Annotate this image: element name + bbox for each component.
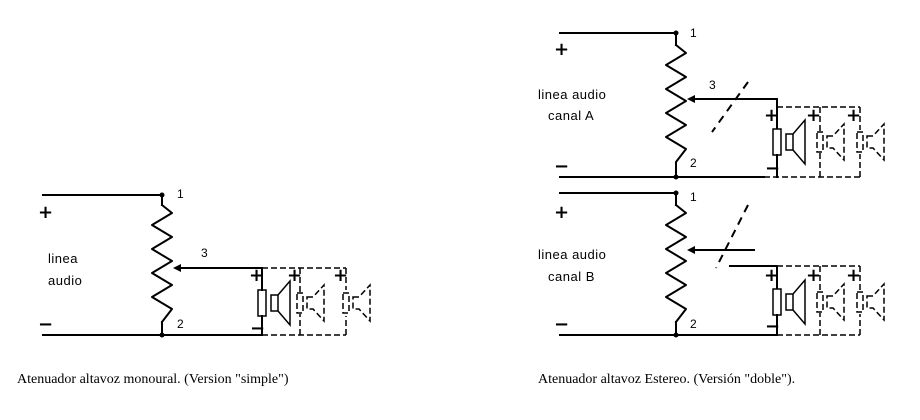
channel-a-label-line2: canal A [548, 108, 594, 123]
channel-b-terminal-2: 2 [690, 317, 697, 331]
channel-a-terminal-2: 2 [690, 156, 697, 170]
mono-label-line2: audio [48, 273, 82, 288]
channel-a-speaker-3 [856, 123, 885, 161]
channel-b-potentiometer [665, 203, 687, 324]
svg-text:+: + [846, 265, 861, 286]
channel-a-terminal-3: 3 [709, 78, 716, 92]
stereo-channel-b: + + + − + − 1 2 linea audio canal B [538, 190, 885, 338]
stereo-caption: Atenuador altavoz Estereo. (Versión "dob… [538, 372, 795, 387]
mono-terminal-3: 3 [201, 246, 208, 260]
svg-text:+: + [287, 265, 302, 286]
mono-speaker-2 [296, 284, 325, 322]
svg-text:+: + [806, 105, 821, 126]
channel-b-speaker-2 [816, 283, 845, 321]
channel-a-terminal-1: 1 [690, 26, 697, 40]
svg-text:+: + [806, 265, 821, 286]
channel-b-terminal-1: 1 [690, 190, 697, 204]
svg-text:+: + [846, 105, 861, 126]
channel-b-speaker-3 [856, 283, 885, 321]
svg-text:+: + [333, 265, 348, 286]
mono-top-wire [42, 194, 163, 206]
channel-b-plus-sign: + [554, 202, 569, 223]
mono-minus-sign: − [38, 314, 53, 335]
mono-terminal-2: 2 [177, 317, 184, 331]
svg-text:+: + [249, 265, 264, 286]
mono-attenuator: + + + − + − 1 2 3 linea audio [38, 187, 371, 339]
channel-a-plus-sign: + [554, 39, 569, 60]
channel-b-label-line1: linea audio [538, 247, 606, 262]
svg-text:+: + [764, 105, 779, 126]
svg-text:−: − [765, 158, 780, 179]
mono-speaker-3 [342, 284, 371, 322]
mono-terminal-1: 1 [177, 187, 184, 201]
mono-label-line1: linea [48, 251, 78, 266]
svg-text:−: − [250, 318, 265, 339]
mono-plus-sign: + [38, 202, 53, 223]
channel-b-minus-sign: − [554, 314, 569, 335]
channel-a-label-line1: linea audio [538, 87, 606, 102]
svg-text:+: + [764, 265, 779, 286]
stereo-channel-a: + + + − + − 1 2 3 linea audio canal A [538, 26, 885, 180]
svg-text:−: − [765, 316, 780, 337]
channel-a-potentiometer [665, 43, 687, 178]
channel-b-top-wire [559, 192, 677, 206]
ganged-link [711, 81, 749, 269]
channel-a-speaker-2 [816, 123, 845, 161]
mono-bottom-wire [42, 321, 163, 336]
channel-b-bottom-wire [559, 321, 677, 336]
channel-a-top-wire [559, 32, 677, 46]
mono-caption: Atenuador altavoz monoural. (Version "si… [17, 372, 289, 387]
mono-wiper-arrow [173, 264, 181, 272]
mono-potentiometer [151, 203, 173, 324]
channel-a-minus-sign: − [554, 156, 569, 177]
channel-b-label-line2: canal B [548, 269, 595, 284]
